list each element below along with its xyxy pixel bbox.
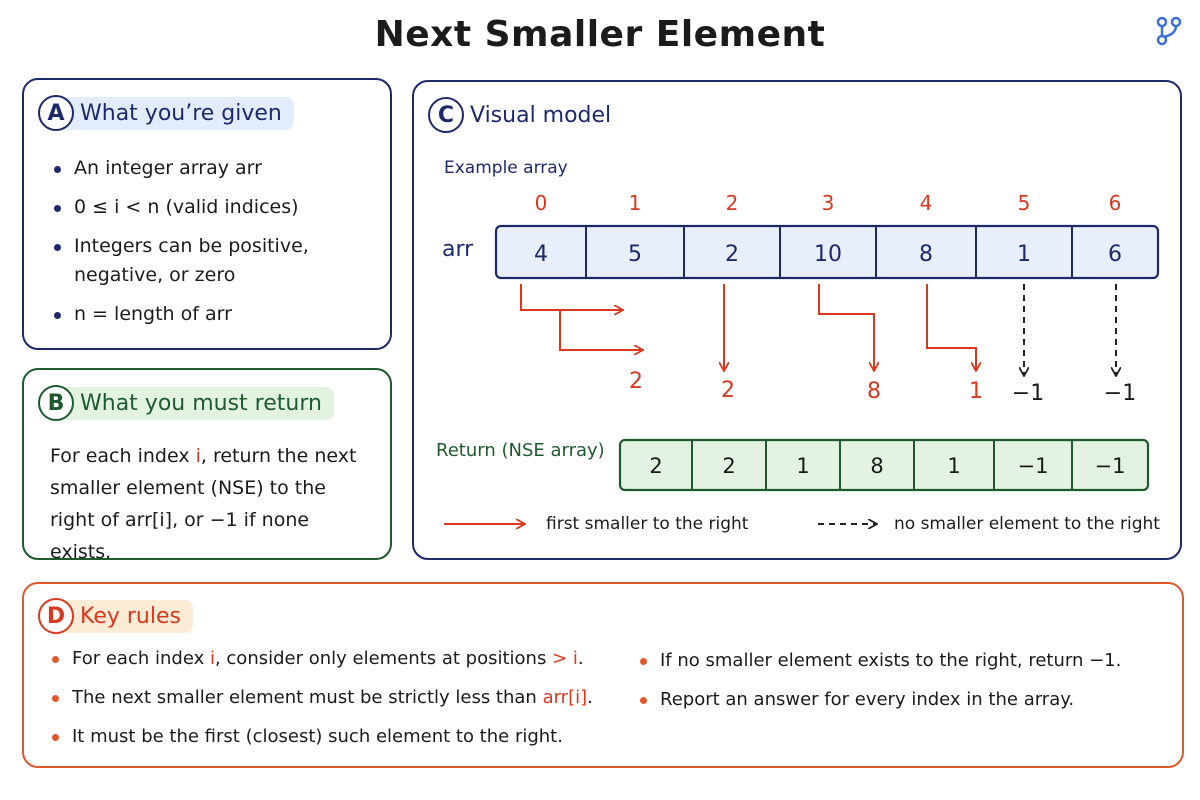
arr-cell-5: 1	[1017, 242, 1031, 267]
index-labels: 0 1 2 3 4 5 6	[535, 191, 1122, 215]
nse-arrow-0	[520, 284, 622, 310]
arrow-result-0: 2	[629, 369, 643, 394]
nse-arrow-1	[559, 310, 642, 350]
return-description: For each index i, return the next smalle…	[50, 440, 370, 568]
visual-header: C Visual model	[428, 97, 623, 133]
legend-solid-label: first smaller to the right	[546, 514, 749, 534]
nse-cell-6: −1	[1095, 454, 1126, 478]
index-label-3: 3	[822, 191, 835, 215]
given-header: A What you’re given	[38, 95, 294, 131]
nse-cell-0: 2	[649, 454, 662, 478]
rule-1-b: , consider only elements at positions	[214, 648, 553, 669]
return-text-2: , return the next smaller element (NSE) …	[50, 445, 357, 563]
nse-arrow-3	[818, 284, 874, 370]
git-branch-icon	[1156, 16, 1182, 46]
arrow-results: 2 2 8 1 −1 −1	[629, 369, 1136, 406]
nse-diagram: 0 1 2 3 4 5 6 4 5 2 10 8 1 6 2 2 8 1 −1 −1 2 2 1 8 1 −1 −1	[444, 191, 1160, 558]
arr-cell-3: 10	[814, 242, 842, 267]
arr-cells: 4 5 2 10 8 1 6	[494, 224, 1160, 280]
return-heading: What you must return	[60, 386, 334, 420]
arrow-result-5: −1	[1104, 381, 1136, 406]
arr-cell-0: 4	[534, 242, 548, 267]
arr-cell-4: 8	[919, 242, 933, 267]
section-letter-a: A	[38, 95, 74, 131]
nse-cells: 2 2 1 8 1 −1 −1	[618, 438, 1150, 492]
rules-heading: Key rules	[60, 599, 193, 633]
rule-1-d: .	[577, 648, 584, 669]
index-label-6: 6	[1109, 191, 1122, 215]
nse-cell-1: 2	[722, 454, 735, 478]
return-text-1: For each index	[50, 445, 196, 467]
nse-arrow-4	[926, 284, 976, 370]
given-bullet-4: n = length of arr	[48, 300, 368, 329]
index-label-5: 5	[1018, 191, 1031, 215]
panel-given: A What you’re given An integer array arr…	[22, 78, 392, 350]
index-label-2: 2	[726, 191, 739, 215]
rule-1-a: For each index	[72, 648, 210, 669]
panel-visual: C Visual model Example array arr 0 1 2 3 4 5 6…	[412, 80, 1182, 560]
rule-5: Report an answer for every index in the …	[634, 685, 1174, 714]
given-list: An integer array arr 0 ≤ i < n (valid in…	[48, 154, 368, 339]
index-label-1: 1	[629, 191, 642, 215]
index-label-4: 4	[920, 191, 933, 215]
given-bullet-2: 0 ≤ i < n (valid indices)	[48, 193, 368, 222]
arrow-result-3: 1	[969, 379, 983, 404]
arr-cell-1: 5	[628, 242, 642, 267]
section-letter-d: D	[38, 598, 74, 634]
nse-arrows	[520, 284, 1116, 375]
arrow-result-2: 8	[867, 379, 881, 404]
given-bullet-1: An integer array arr	[48, 154, 368, 183]
return-nse-label: Return (NSE array)	[436, 440, 605, 461]
arr-cell-2: 2	[725, 242, 739, 267]
rule-4: If no smaller element exists to the righ…	[634, 646, 1174, 675]
panel-return: B What you must return For each index i,…	[22, 368, 392, 563]
arrow-result-1: 2	[721, 378, 735, 403]
given-bullet-3: Integers can be positive, negative, or z…	[48, 232, 368, 290]
arr-label: arr	[442, 237, 474, 262]
panel-rules: D Key rules For each index i, consider o…	[22, 582, 1184, 768]
arrow-result-4: −1	[1012, 381, 1044, 406]
rule-2-c: .	[587, 687, 593, 708]
section-letter-c: C	[428, 97, 464, 133]
page-title: Next Smaller Element	[374, 14, 826, 55]
nse-cell-2: 1	[796, 454, 809, 478]
rule-2-a: The next smaller element must be strictl…	[72, 687, 543, 708]
rule-1-c: > i	[552, 648, 578, 669]
rule-2-b: arr[i]	[542, 687, 588, 708]
rules-header: D Key rules	[38, 598, 193, 634]
nse-frame	[618, 438, 1150, 492]
rule-2: The next smaller element must be strictl…	[46, 683, 626, 712]
nse-cell-4: 1	[947, 454, 960, 478]
arr-cell-6: 6	[1108, 242, 1122, 267]
rules-list-right: If no smaller element exists to the righ…	[634, 646, 1174, 724]
rule-1-i: i	[209, 648, 215, 669]
rule-3: It must be the first (closest) such elem…	[46, 722, 626, 751]
return-var-i: i	[195, 445, 201, 467]
rule-1: For each index i, consider only elements…	[46, 644, 626, 673]
arr-frame	[494, 224, 1160, 280]
section-letter-b: B	[38, 385, 74, 421]
nse-cell-5: −1	[1018, 454, 1049, 478]
given-heading: What you’re given	[60, 96, 294, 130]
visual-heading: Visual model	[470, 102, 612, 128]
example-array-label: Example array	[444, 158, 568, 178]
legend-dashed-label: no smaller element to the right	[894, 514, 1160, 534]
index-label-0: 0	[535, 191, 548, 215]
rules-list-left: For each index i, consider only elements…	[46, 644, 626, 761]
return-header: B What you must return	[38, 385, 334, 421]
nse-cell-3: 8	[870, 454, 883, 478]
